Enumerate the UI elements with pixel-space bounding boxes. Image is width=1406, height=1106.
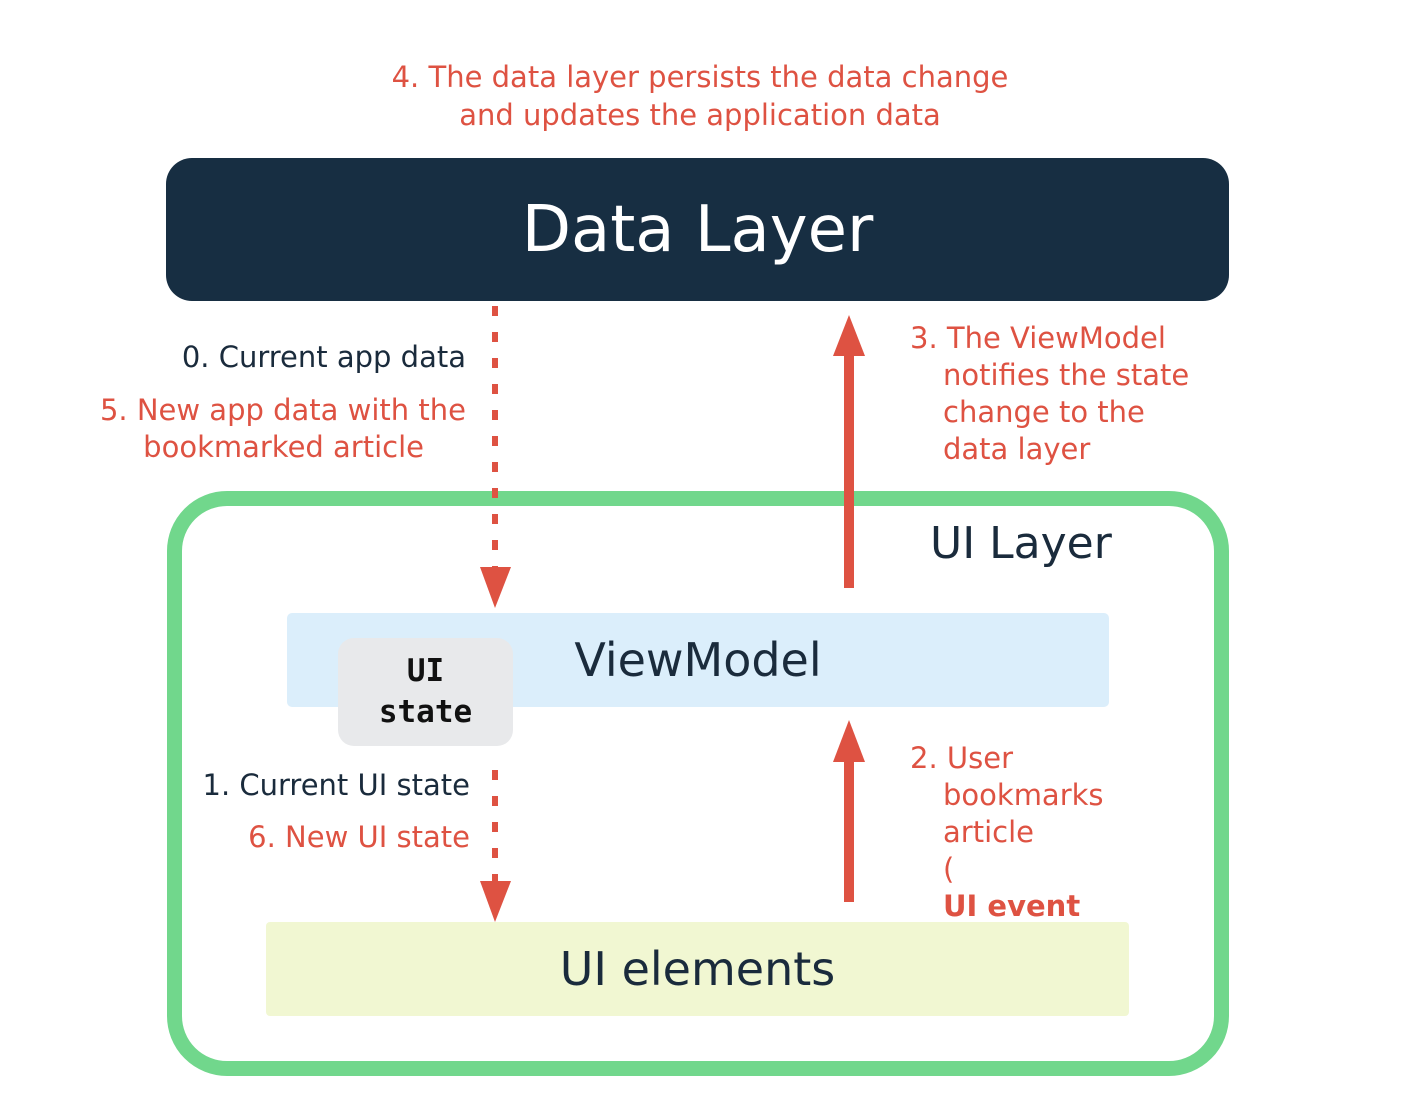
viewmodel-title: ViewModel: [574, 633, 822, 687]
step3-line3: change to the: [943, 395, 1145, 429]
step3-label: 3. The ViewModel notifies the state chan…: [910, 320, 1189, 468]
step3-line2: notifies the state: [943, 358, 1190, 392]
ui-layer-title: UI Layer: [930, 518, 1112, 569]
step6-label: 6. New UI state: [248, 820, 470, 854]
step3-line4: data layer: [943, 432, 1091, 466]
ui-state-chip: UI state: [338, 638, 513, 746]
ui-state-line2: state: [378, 694, 473, 730]
ui-state-line1: UI: [406, 653, 445, 689]
step1-label: 1. Current UI state: [202, 768, 471, 802]
step5-line1: 5. New app data with the: [99, 393, 466, 427]
data-layer-title: Data Layer: [521, 192, 874, 267]
step4-line2: and updates the application data: [459, 98, 941, 132]
step5-label: 5. New app data with the bookmarked arti…: [100, 392, 466, 466]
step2-line3: article: [943, 815, 1034, 849]
viewmodel-up-arrowhead: [833, 315, 865, 356]
step2-label: 2. User bookmarks article (UI event): [910, 740, 1104, 962]
step2-line2: bookmarks: [943, 778, 1104, 812]
step0-label: 0. Current app data: [181, 340, 466, 374]
step4-note: 4. The data layer persists the data chan…: [330, 58, 1070, 134]
step3-line1: 3. The ViewModel: [910, 321, 1166, 355]
step2-paren-open: (: [943, 852, 955, 886]
step2-line1: 2. User: [910, 741, 1013, 775]
step4-line1: 4. The data layer persists the data chan…: [391, 60, 1009, 94]
step5-line2: bookmarked article: [143, 430, 424, 464]
ui-elements-title: UI elements: [559, 942, 836, 996]
ui-elements-box: UI elements: [266, 922, 1129, 1016]
step2-ui-event: UI event: [943, 889, 1081, 923]
data-layer-box: Data Layer: [166, 158, 1229, 301]
